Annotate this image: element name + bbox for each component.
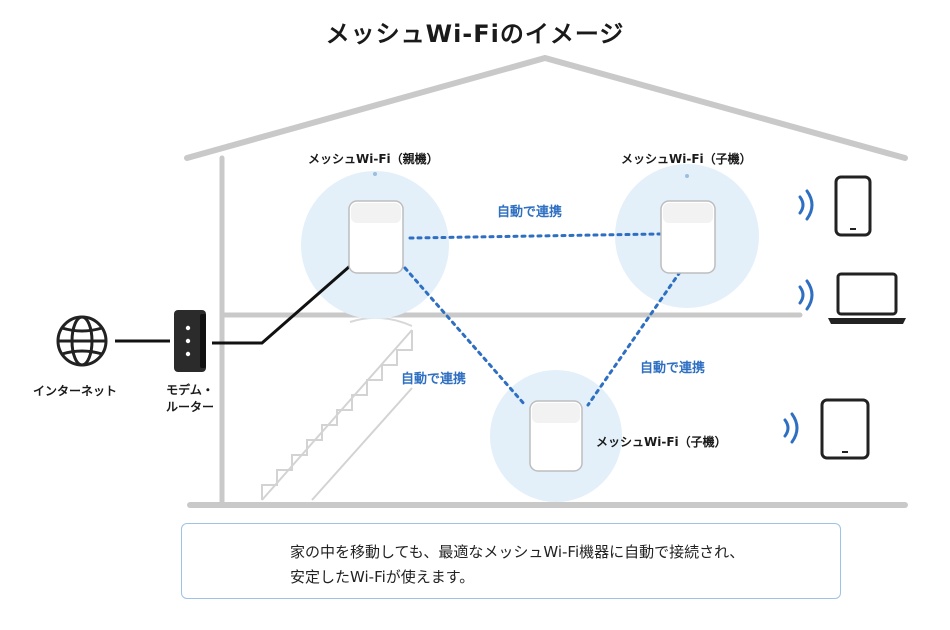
globe-icon <box>56 315 108 367</box>
modem-label-line1: モデム・ <box>166 383 214 397</box>
link-parent-to-child-lower <box>403 266 527 407</box>
page-title: メッシュWi-Fiのイメージ <box>325 20 625 48</box>
link-label-right: 自動で連携 <box>640 361 706 376</box>
link-label-left: 自動で連携 <box>401 372 467 387</box>
roof-line <box>184 54 908 161</box>
smartphone-icon <box>834 175 872 237</box>
laptop-icon <box>828 272 906 324</box>
modem-label: モデム・ ルーター <box>158 382 222 416</box>
link-label-top: 自動で連携 <box>497 205 563 220</box>
child-lower-label: メッシュWi-Fi（子機） <box>596 435 727 449</box>
link-child-upper-to-child-lower <box>586 270 682 407</box>
staircase <box>261 316 413 501</box>
link-parent-to-child-upper <box>408 232 662 240</box>
modem-label-line2: ルーター <box>165 400 214 414</box>
child-upper-mesh-unit-icon <box>660 174 716 274</box>
child-upper-label: メッシュWi-Fi（子機） <box>621 152 752 166</box>
parent-label: メッシュWi-Fi（親機） <box>308 152 439 166</box>
wired-cables <box>115 264 351 345</box>
signal-wave-icon-tablet <box>783 412 799 444</box>
house-outline <box>184 54 908 508</box>
tablet-icon <box>820 398 870 460</box>
child-lower-mesh-unit-icon <box>529 400 583 472</box>
info-line-1: 家の中を移動しても、最適なメッシュWi-Fi機器に自動で接続され、 <box>290 543 745 561</box>
parent-mesh-unit-icon <box>348 172 404 274</box>
info-text: 家の中を移動しても、最適なメッシュWi-Fi機器に自動で接続され、 安定したWi… <box>290 540 744 590</box>
mesh-links <box>403 232 682 407</box>
info-box: 家の中を移動しても、最適なメッシュWi-Fi機器に自動で接続され、 安定したWi… <box>181 523 841 599</box>
signal-wave-icon-laptop <box>798 279 814 311</box>
modem-router-icon <box>174 310 206 372</box>
internet-label: インターネット <box>33 384 118 398</box>
signal-wave-icon-phone <box>798 189 814 221</box>
info-line-2: 安定したWi-Fiが使えます。 <box>290 568 475 586</box>
